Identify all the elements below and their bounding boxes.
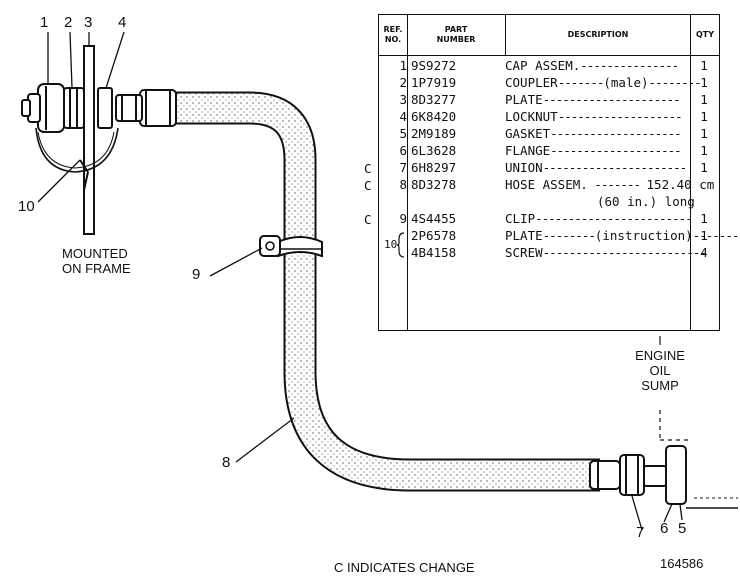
group-brace — [396, 232, 405, 258]
mounted-line-2: ON FRAME — [62, 261, 131, 276]
change-note: C INDICATES CHANGE — [334, 560, 475, 575]
table-row: 8 8D3278 HOSE ASSEM. ------- 152.40 cm — [399, 177, 715, 192]
table-row: 3 8D3277 PLATE--------------------- 1 — [399, 92, 708, 107]
header-description: DESCRIPTION — [567, 30, 629, 39]
table-row: 4B4158 SCREW------------------------- 4 — [411, 245, 708, 260]
table-row: 2 1P7919 COUPLER-------(male)-------- 1 — [399, 75, 708, 90]
column-divider — [407, 15, 408, 330]
callout-2: 2 — [64, 14, 73, 31]
mounted-line-1: MOUNTED — [62, 246, 128, 261]
change-mark-9: C — [364, 212, 372, 227]
group-ref-10: 10 — [384, 238, 398, 251]
hose-assembly — [176, 91, 600, 492]
table-row: 9 4S4455 CLIP------------------------ 1 — [399, 211, 708, 226]
clip — [259, 235, 323, 258]
callout-5: 5 — [678, 520, 687, 537]
header-part-number: PART NUMBER — [436, 25, 476, 44]
parts-table: REF. NO. PART NUMBER DESCRIPTION QTY 1 9… — [378, 14, 739, 331]
drawing-number: 164586 — [660, 556, 704, 571]
table-row-continued: (60 in.) long — [597, 194, 695, 209]
table-row: 2P6578 PLATE--------(instruction)-------… — [411, 228, 739, 243]
table-row: 4 6K8420 LOCKNUT------------------- 1 — [399, 109, 708, 124]
frame-mount-parts — [21, 45, 177, 235]
sump-line-2: OIL — [649, 363, 671, 378]
engine-oil-sump-label: ENGINE OIL SUMP — [630, 348, 690, 393]
callout-4: 4 — [118, 14, 127, 31]
sump-line-1: ENGINE — [635, 348, 685, 363]
column-divider — [505, 15, 506, 55]
callout-6: 6 — [660, 520, 669, 537]
callout-10: 10 — [18, 198, 35, 215]
callout-7: 7 — [636, 524, 645, 541]
callout-8: 8 — [222, 454, 231, 471]
callout-1: 1 — [40, 14, 49, 31]
table-row: 1 9S9272 CAP ASSEM.--------------- 1 — [399, 58, 708, 73]
table-header: REF. NO. PART NUMBER DESCRIPTION QTY — [379, 15, 719, 56]
header-ref: REF. NO. — [383, 25, 403, 44]
callout-3: 3 — [84, 14, 93, 31]
change-mark-8: C — [364, 178, 372, 193]
mounted-on-frame-label: MOUNTED ON FRAME — [62, 246, 131, 276]
table-row: 7 6H8297 UNION---------------------- 1 — [399, 160, 708, 175]
sump-line-3: SUMP — [641, 378, 679, 393]
column-divider — [690, 15, 691, 330]
callout-9: 9 — [192, 266, 201, 283]
change-mark-7: C — [364, 161, 372, 176]
table-row: 6 6L3628 FLANGE-------------------- 1 — [399, 143, 708, 158]
table-row: 5 2M9189 GASKET-------------------- 1 — [399, 126, 708, 141]
header-qty: QTY — [695, 30, 715, 39]
sump-fittings — [589, 445, 738, 509]
leader-lines — [37, 31, 683, 531]
